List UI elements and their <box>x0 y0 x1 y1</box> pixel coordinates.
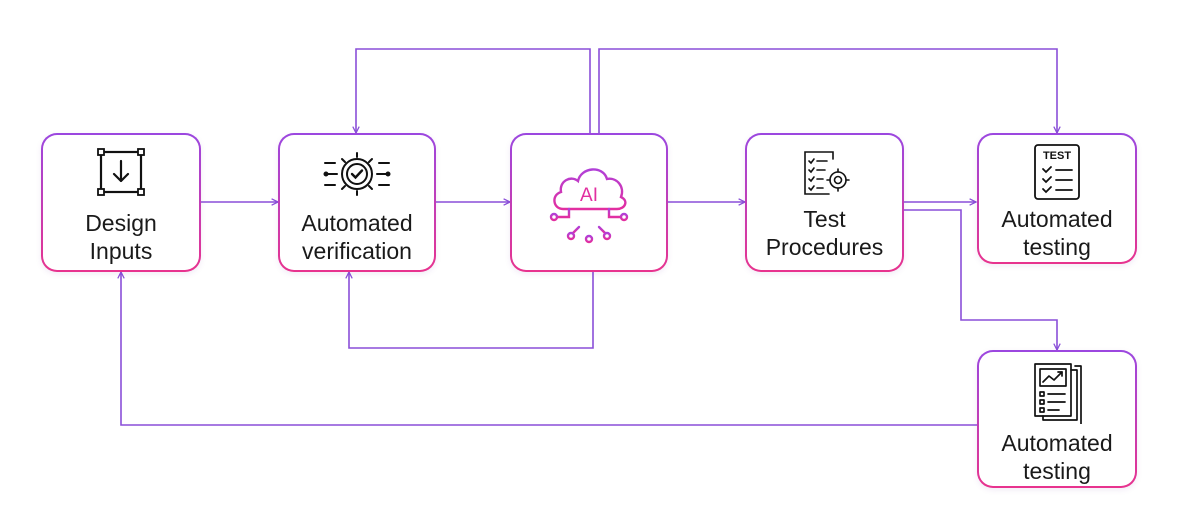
test-procedures-node: Test Procedures <box>745 133 904 272</box>
automated-testing-bottom-node: Automated testing <box>977 350 1137 488</box>
ai-cloud-circuit-icon: AI <box>549 168 629 244</box>
test-clipboard-icon: TEST <box>1034 144 1080 200</box>
ai-icon-text: AI <box>580 185 598 206</box>
automated-testing-top-label: Automated testing <box>1001 206 1113 260</box>
ai-node: AI <box>510 133 668 272</box>
automated-verification-node: Automated verification <box>278 133 436 272</box>
checklist-gear-icon <box>803 151 850 195</box>
arrow-ai-top-to-automated-testing <box>598 48 1057 133</box>
arrow-ai-bottom-to-verification <box>349 272 594 349</box>
automated-testing-bottom-label: Automated testing <box>1001 430 1113 484</box>
design-inputs-label: Design Inputs <box>85 210 157 264</box>
design-inputs-node: Design Inputs <box>41 133 201 272</box>
download-frame-icon <box>97 148 145 196</box>
report-stack-icon <box>1034 363 1082 424</box>
gear-check-icon <box>323 152 391 196</box>
arrow-ai-top-to-verification <box>356 48 591 133</box>
test-procedures-label: Test Procedures <box>765 206 884 260</box>
test-badge-text: TEST <box>1043 150 1071 162</box>
arrow-feedback-to-design-inputs <box>121 272 977 426</box>
automated-testing-top-node: TEST Automated testing <box>977 133 1137 264</box>
automated-verification-label: Automated verification <box>301 210 413 264</box>
arrow-test-procedures-to-automated-testing-bottom <box>904 209 1057 350</box>
